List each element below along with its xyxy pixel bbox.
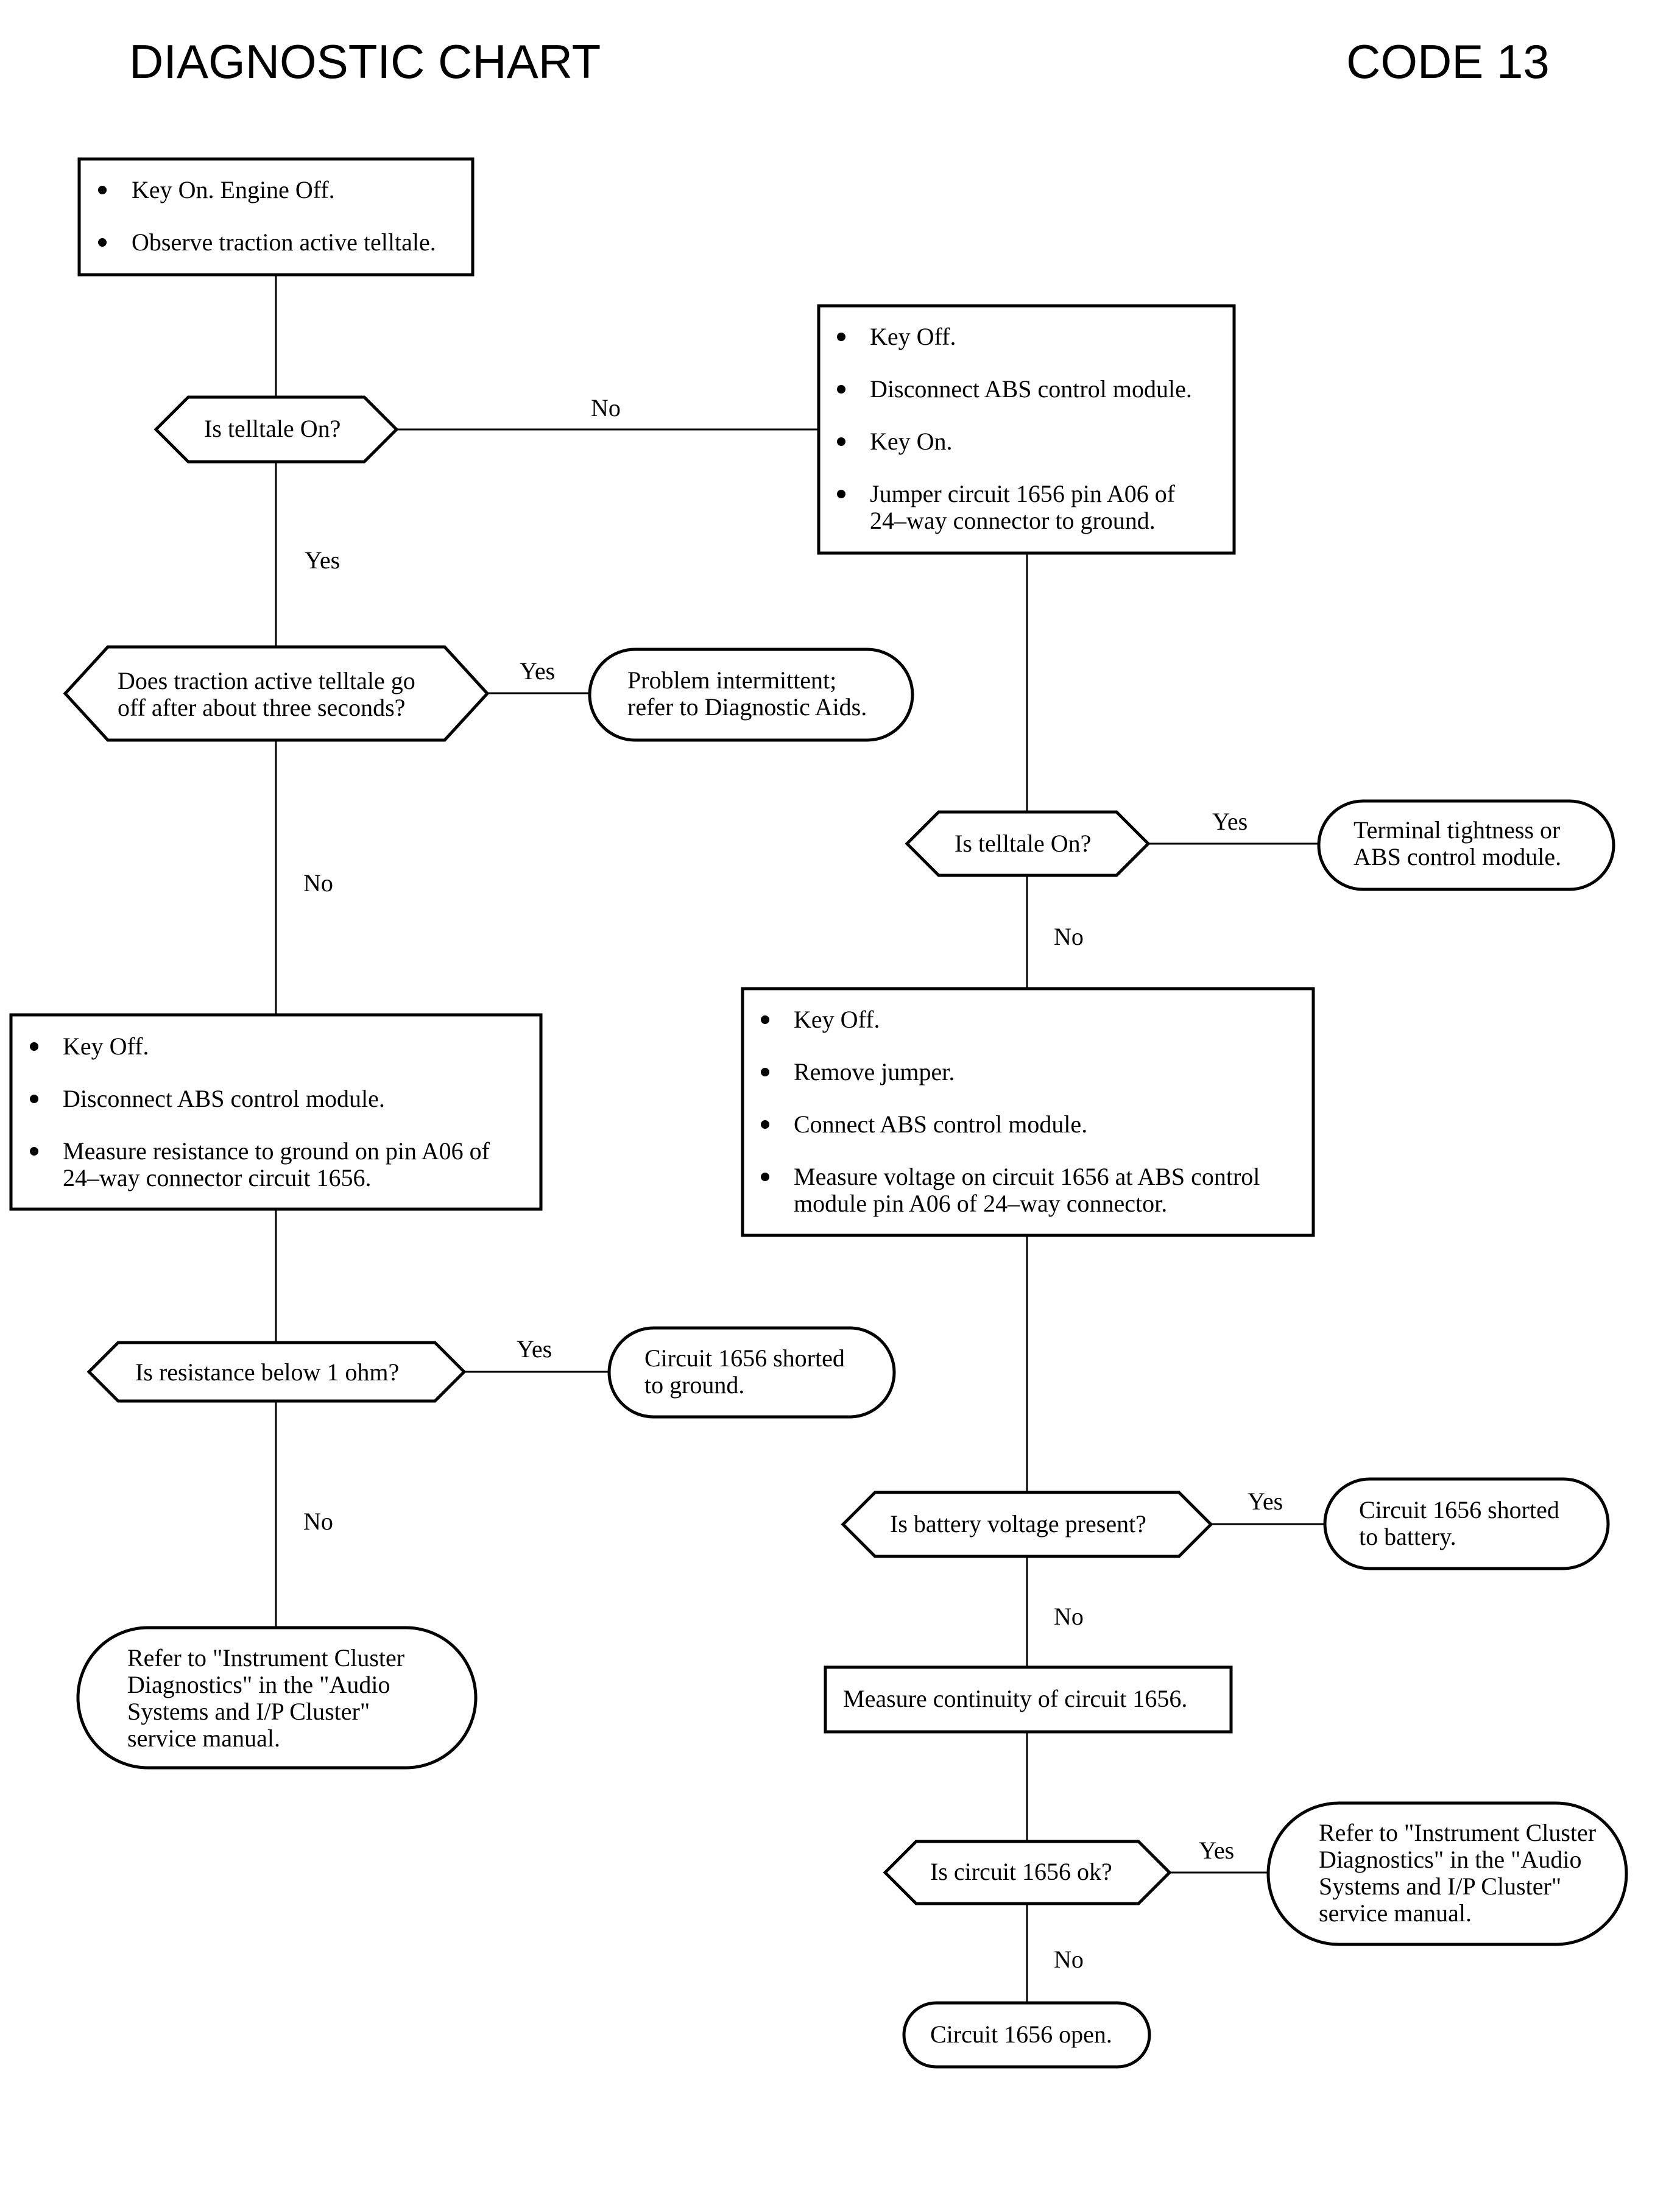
edge-label-d5-t4: Yes xyxy=(1248,1488,1283,1515)
node-t7-text: Circuit 1656 open. xyxy=(930,2021,1112,2048)
node-d1: Is telltale On? xyxy=(154,395,399,464)
bullet-icon xyxy=(98,186,107,194)
node-b4: Key Off. Remove jumper. Connect ABS contro… xyxy=(741,987,1315,1237)
edge-label-d1-d2: Yes xyxy=(305,546,340,574)
bullet-icon xyxy=(30,1042,38,1051)
node-d1-shape xyxy=(154,395,399,464)
edge-label-d4-t5: No xyxy=(303,1508,333,1535)
node-b1: Key On. Engine Off. Observe traction acti… xyxy=(77,157,475,277)
node-b3-bullet-2: Measure resistance to ground on pin A06 … xyxy=(63,1137,490,1191)
node-d5-shape xyxy=(841,1491,1213,1558)
node-d4-text: Is resistance below 1 ohm? xyxy=(135,1358,399,1386)
chart-title: DIAGNOSTIC CHART xyxy=(129,35,601,88)
node-b5-text: Measure continuity of circuit 1656. xyxy=(843,1685,1187,1712)
edge-label-d1-b2: No xyxy=(591,394,621,422)
bullet-icon xyxy=(30,1095,38,1103)
node-d4: Is resistance below 1 ohm? xyxy=(86,1341,467,1403)
node-t5-shape xyxy=(76,1626,478,1770)
node-b2: Key Off. Disconnect ABS control module. Ke… xyxy=(817,304,1236,555)
node-b3-bullet-1: Disconnect ABS control module. xyxy=(63,1085,385,1112)
node-d2-shape xyxy=(63,645,490,742)
bullet-icon xyxy=(837,333,845,341)
chart-code: CODE 13 xyxy=(1346,35,1550,88)
node-t7: Circuit 1656 open. xyxy=(902,2001,1151,2069)
bullet-icon xyxy=(837,437,845,446)
node-b4-bullet-2: Connect ABS control module. xyxy=(794,1110,1087,1138)
node-b2-bullet-0: Key Off. xyxy=(870,323,956,350)
node-b5-shape xyxy=(824,1665,1233,1734)
node-b4-bullet-3: Measure voltage on circuit 1656 at ABS c… xyxy=(794,1163,1260,1217)
node-b2-bullet-2: Key On. xyxy=(870,428,953,455)
node-d6: Is circuit 1656 ok? xyxy=(883,1840,1172,1905)
node-b1-bullet-0: Key On. Engine Off. xyxy=(132,176,335,203)
node-d3: Is telltale On? xyxy=(905,810,1151,877)
bullet-icon xyxy=(761,1068,769,1076)
node-b4-shape xyxy=(741,987,1315,1237)
bullet-icon xyxy=(837,385,845,394)
node-b3-bullet-0: Key Off. xyxy=(63,1033,149,1060)
node-t7-shape xyxy=(902,2001,1151,2069)
node-b1-bullet-1: Observe traction active telltale. xyxy=(132,228,436,256)
edge-label-d3-t2: Yes xyxy=(1212,808,1248,835)
node-t1-text: Problem intermittent;refer to Diagnostic… xyxy=(627,666,867,721)
node-b3-shape xyxy=(9,1013,543,1211)
node-d5: Is battery voltage present? xyxy=(841,1491,1213,1558)
edge-labels: No Yes Yes No Yes No Yes No Yes No Yes N… xyxy=(303,394,1283,1973)
bullet-icon xyxy=(761,1015,769,1024)
bullet-icon xyxy=(98,238,107,247)
edge-label-d3-b4: No xyxy=(1054,923,1084,950)
edge-label-d2-t1: Yes xyxy=(520,657,555,685)
bullet-icon xyxy=(30,1147,38,1156)
bullet-icon xyxy=(761,1173,769,1181)
node-t1: Problem intermittent;refer to Diagnostic… xyxy=(588,648,914,742)
node-t2-shape xyxy=(1317,799,1615,891)
node-b5: Measure continuity of circuit 1656. xyxy=(824,1665,1233,1734)
node-d6-text: Is circuit 1656 ok? xyxy=(930,1858,1112,1885)
edge-label-d4-t3: Yes xyxy=(517,1335,552,1363)
edge-label-d2-b3: No xyxy=(303,869,333,897)
node-b1-shape xyxy=(77,157,475,277)
edge-label-d5-b5: No xyxy=(1054,1603,1084,1630)
node-t4-shape xyxy=(1323,1477,1610,1570)
node-d4-shape xyxy=(86,1341,467,1403)
node-b3: Key Off. Disconnect ABS control module. Me… xyxy=(9,1013,543,1211)
node-t3-shape xyxy=(607,1326,896,1419)
node-b4-bullet-1: Remove jumper. xyxy=(794,1058,955,1086)
bullet-icon xyxy=(837,490,845,498)
node-b4-bullet-0: Key Off. xyxy=(794,1006,880,1033)
node-t6-shape xyxy=(1266,1801,1628,1946)
node-b2-shape xyxy=(817,304,1236,555)
node-d3-shape xyxy=(905,810,1151,877)
connectors xyxy=(275,275,1325,2003)
edge-label-d6-t6: Yes xyxy=(1199,1837,1234,1864)
node-d3-text: Is telltale On? xyxy=(955,830,1091,857)
bullet-icon xyxy=(761,1120,769,1129)
node-d5-text: Is battery voltage present? xyxy=(890,1510,1146,1537)
edge-label-d6-t7: No xyxy=(1054,1946,1084,1973)
node-t1-shape xyxy=(588,648,914,742)
nodes: Key On. Engine Off. Observe traction acti… xyxy=(9,157,1628,2069)
node-d6-shape xyxy=(883,1840,1172,1905)
node-b2-bullet-1: Disconnect ABS control module. xyxy=(870,375,1192,403)
node-d1-text: Is telltale On? xyxy=(204,415,341,442)
